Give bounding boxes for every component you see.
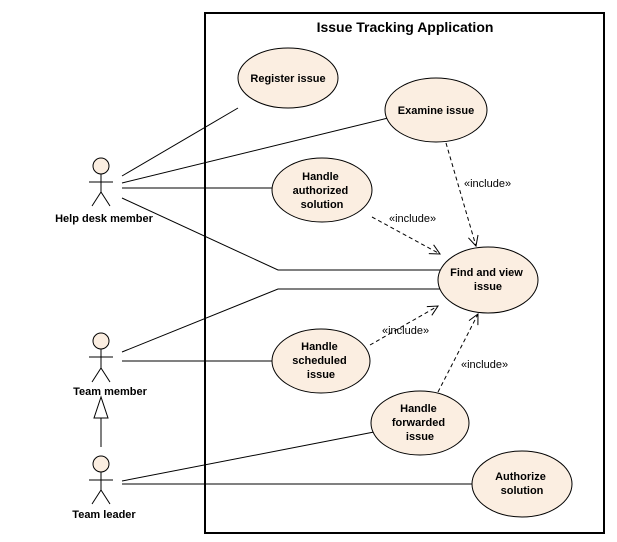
include-label-examine: «include» bbox=[464, 178, 511, 190]
include-label-scheduled: «include» bbox=[382, 325, 429, 337]
svg-text:Handle authorized: Handle authorized solution bbox=[293, 171, 352, 211]
use-case-register-issue[interactable]: Register issue bbox=[237, 47, 339, 109]
use-case-label: scheduled bbox=[292, 355, 346, 367]
include-dependencies: «include» «include» «include» «include» bbox=[369, 142, 511, 393]
assoc-helpdesk-find bbox=[121, 197, 440, 271]
svg-text:Authorize solution: Authorize solution bbox=[495, 471, 549, 497]
use-case-handle-authorized-solution[interactable]: Handle authorized solution bbox=[271, 157, 373, 223]
actor-team-leader[interactable]: Team leader bbox=[72, 455, 136, 521]
svg-text:Handle scheduled i: Handle scheduled issue bbox=[292, 341, 349, 381]
system-title: Issue Tracking Application bbox=[317, 19, 494, 35]
use-case-label: Handle bbox=[302, 171, 339, 183]
include-label-forwarded: «include» bbox=[461, 359, 508, 371]
actor-label: Team member bbox=[73, 386, 147, 398]
include-forwarded-find bbox=[437, 314, 478, 393]
actor-label: Team leader bbox=[72, 509, 136, 521]
actor-help-desk-member[interactable]: Help desk member bbox=[55, 157, 154, 225]
svg-text:Handle forwarded i: Handle forwarded issue bbox=[392, 403, 448, 443]
system-boundary bbox=[204, 12, 605, 534]
use-case-label: issue bbox=[474, 281, 502, 293]
associations bbox=[121, 107, 472, 485]
assoc-member-find bbox=[121, 288, 440, 353]
use-case-handle-forwarded-issue[interactable]: Handle forwarded issue bbox=[370, 390, 470, 456]
use-case-label: authorized bbox=[293, 185, 349, 197]
use-case-label: solution bbox=[301, 199, 344, 211]
use-case-examine-issue[interactable]: Examine issue bbox=[384, 77, 488, 143]
assoc-helpdesk-examine bbox=[121, 117, 389, 184]
include-label-authorized: «include» bbox=[389, 213, 436, 225]
use-case-label: forwarded bbox=[392, 417, 445, 429]
use-case-label: Handle bbox=[301, 341, 338, 353]
use-case-label: Find and view bbox=[450, 267, 523, 279]
svg-text:Register issue: Register issue bbox=[250, 73, 325, 85]
svg-text:Examine issue: Examine issue bbox=[398, 105, 474, 117]
use-case-handle-scheduled-issue[interactable]: Handle scheduled issue bbox=[271, 328, 371, 394]
use-case-label: Handle bbox=[400, 403, 437, 415]
assoc-leader-forwarded bbox=[121, 431, 375, 482]
include-scheduled-find bbox=[369, 306, 438, 346]
use-case-label: solution bbox=[501, 485, 544, 497]
use-case-label: issue bbox=[406, 431, 434, 443]
stick-figure-icon bbox=[89, 455, 113, 505]
use-case-label: issue bbox=[307, 369, 335, 381]
include-authorized-find bbox=[371, 216, 440, 254]
use-case-label: Authorize bbox=[495, 471, 546, 483]
stick-figure-icon bbox=[89, 157, 113, 207]
use-case-find-and-view-issue[interactable]: Find and view issue bbox=[437, 246, 539, 314]
generalization-leader-member bbox=[93, 395, 109, 447]
assoc-helpdesk-register bbox=[121, 107, 239, 177]
actor-label: Help desk member bbox=[55, 213, 154, 225]
stick-figure-icon bbox=[89, 332, 113, 383]
actor-team-member[interactable]: Team member bbox=[73, 332, 148, 398]
include-examine-find bbox=[445, 142, 476, 246]
use-case-label: Examine issue bbox=[398, 105, 474, 117]
use-case-authorize-solution[interactable]: Authorize solution bbox=[471, 450, 573, 518]
svg-text:Find and view issue: Find and view issue bbox=[450, 267, 526, 293]
use-case-label: Register issue bbox=[250, 73, 325, 85]
